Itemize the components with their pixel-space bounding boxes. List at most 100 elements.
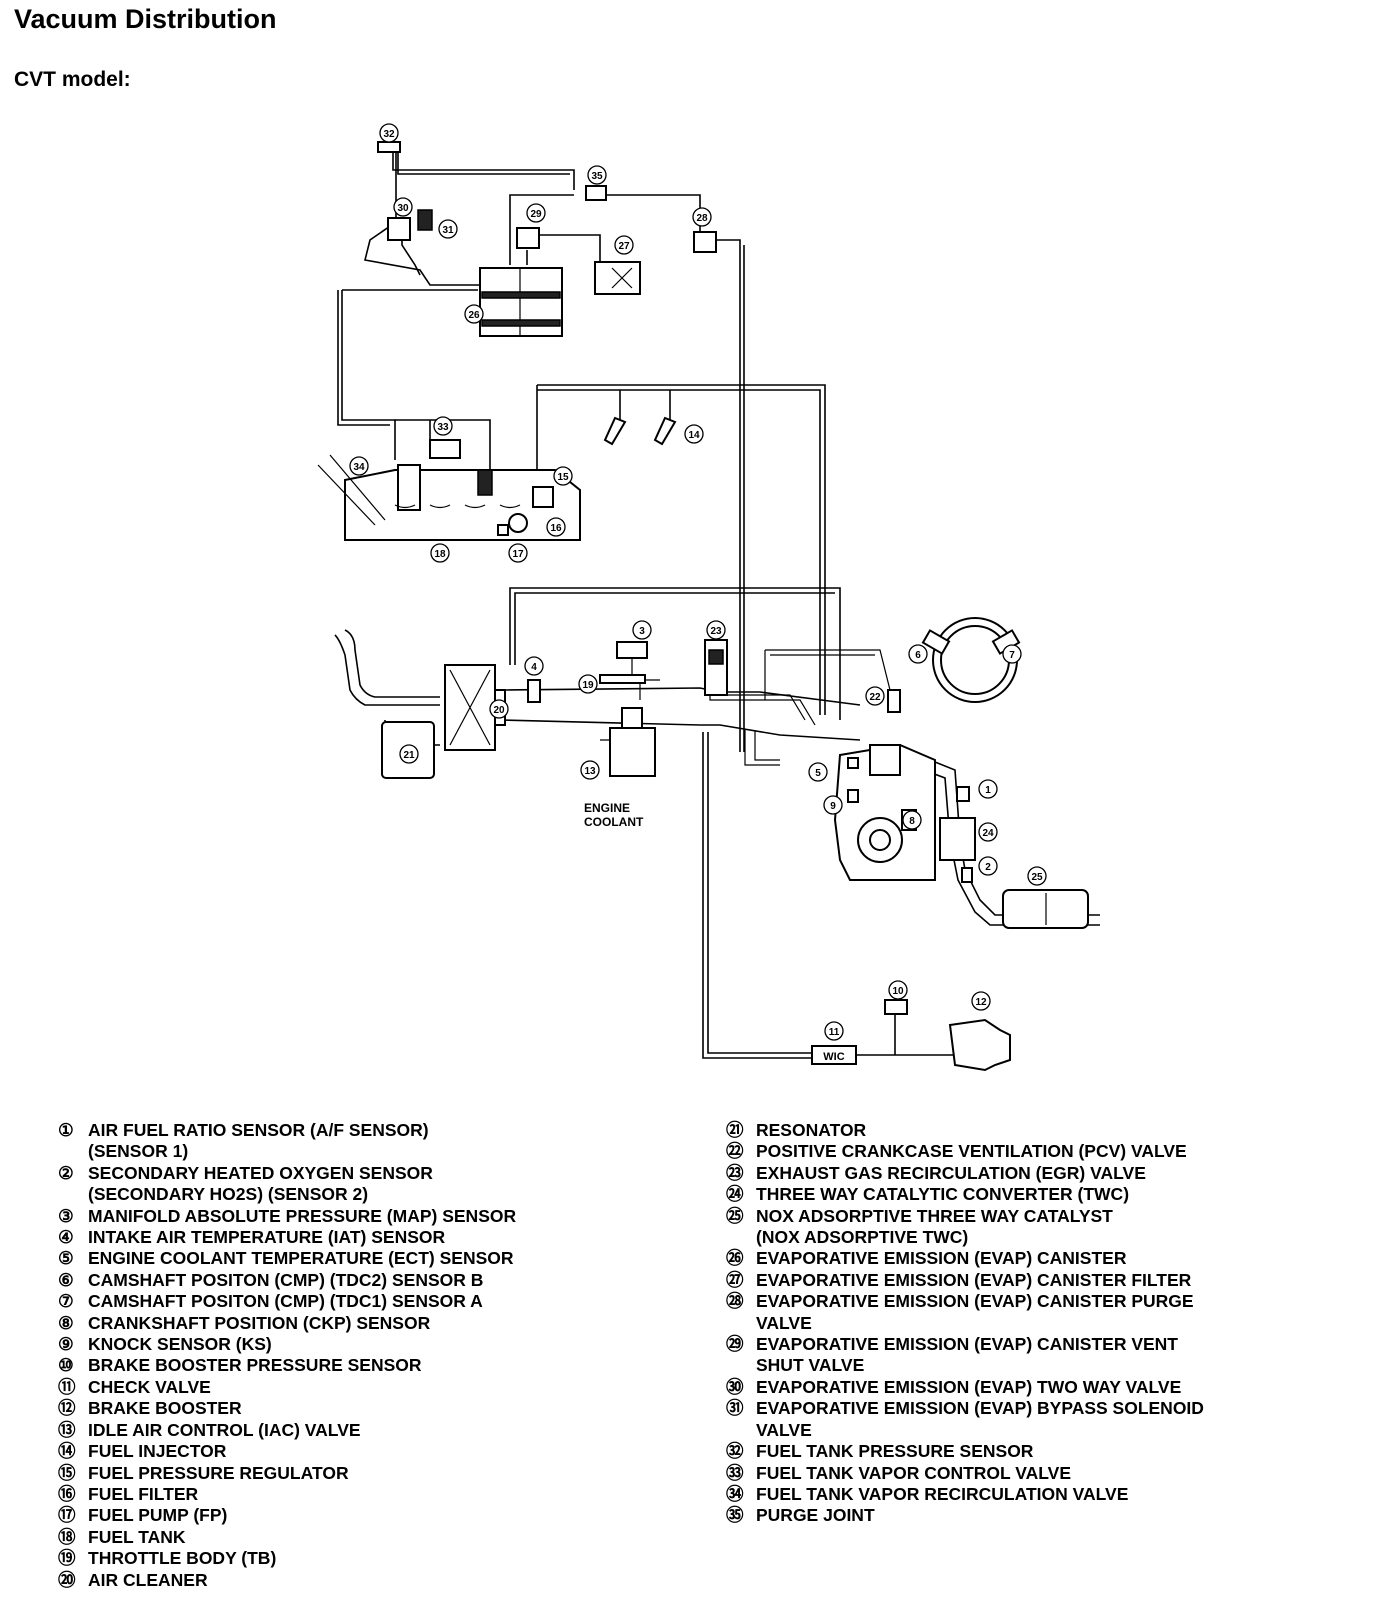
callout-2: 2: [978, 856, 998, 876]
svg-text:26: 26: [468, 310, 480, 321]
svg-text:22: 22: [869, 692, 881, 703]
canister-assembly: [377, 141, 717, 337]
callout-11: 11: [824, 1021, 844, 1041]
svg-text:18: 18: [434, 549, 446, 560]
svg-text:29: 29: [530, 209, 542, 220]
fuel-tank-assembly: [317, 416, 677, 541]
intake-components: [527, 639, 728, 777]
callout-24: 24: [978, 822, 998, 842]
svg-text:20: 20: [493, 705, 505, 716]
svg-text:19: 19: [582, 680, 594, 691]
callout-13: 13: [580, 760, 600, 780]
callout-29: 29: [526, 203, 546, 223]
callout-33: 33: [433, 416, 453, 436]
booster-sensor-shape: [884, 999, 908, 1015]
svg-text:16: 16: [550, 523, 562, 534]
svg-text:7: 7: [1009, 650, 1015, 661]
svg-text:27: 27: [618, 241, 630, 252]
model-subtitle: CVT model:: [14, 68, 131, 91]
svg-text:30: 30: [397, 203, 409, 214]
purge-valve-shape: [693, 231, 717, 253]
callout-4: 4: [524, 656, 544, 676]
svg-text:32: 32: [383, 129, 395, 140]
svg-text:35: 35: [591, 171, 603, 182]
engine-block: [833, 617, 1089, 929]
engine-coolant-label-line2: COOLANT: [584, 815, 644, 829]
svg-text:34: 34: [353, 462, 365, 473]
callout-14: 14: [684, 424, 704, 444]
callout-6: 6: [908, 644, 928, 664]
callout-21: 21: [399, 744, 419, 764]
callout-7: 7: [1002, 644, 1022, 664]
hose-network: [337, 150, 1100, 1059]
air-cleaner-assembly: [334, 629, 506, 779]
svg-text:17: 17: [512, 549, 524, 560]
purge-joint-shape: [585, 185, 607, 201]
page-title: Vacuum Distribution: [14, 4, 277, 34]
svg-text:4: 4: [531, 662, 537, 673]
callout-25: 25: [1027, 866, 1047, 886]
egr-valve-shape: [704, 639, 728, 696]
svg-text:21: 21: [403, 750, 415, 761]
svg-text:3: 3: [639, 626, 645, 637]
svg-text:33: 33: [437, 422, 449, 433]
svg-text:10: 10: [892, 986, 904, 997]
callout-35: 35: [587, 165, 607, 185]
callout-18: 18: [430, 543, 450, 563]
map-sensor-shape: [616, 641, 648, 659]
callout-34: 34: [349, 456, 369, 476]
callout-8: 8: [902, 810, 922, 830]
callout-26: 26: [464, 304, 484, 324]
svg-text:8: 8: [909, 816, 915, 827]
callout-9: 9: [823, 795, 843, 815]
check-valve-label: WIC: [823, 1051, 844, 1063]
callout-32: 32: [379, 123, 399, 143]
svg-text:12: 12: [975, 997, 987, 1008]
iac-valve-shape: [609, 727, 656, 777]
canister-filter-shape: [594, 261, 641, 295]
engine-coolant-label-line1: ENGINE: [584, 801, 630, 815]
svg-text:25: 25: [1031, 872, 1043, 883]
check-valve-shape: [811, 1045, 857, 1065]
callout-27: 27: [614, 235, 634, 255]
callout-16: 16: [546, 517, 566, 537]
callout-17: 17: [508, 543, 528, 563]
callout-12: 12: [971, 991, 991, 1011]
svg-text:1: 1: [985, 785, 991, 796]
svg-text:5: 5: [815, 768, 821, 779]
svg-text:13: 13: [584, 766, 596, 777]
svg-text:24: 24: [982, 828, 994, 839]
svg-text:9: 9: [830, 801, 836, 812]
